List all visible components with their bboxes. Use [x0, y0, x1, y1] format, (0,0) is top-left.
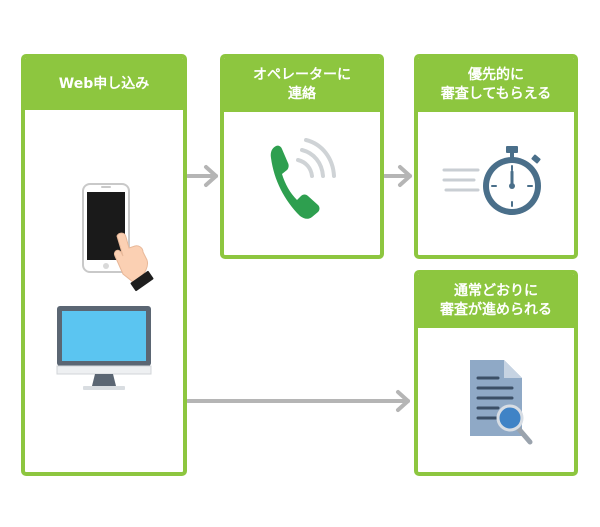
priority-review-card: 優先的に 審査してもらえる — [414, 54, 578, 259]
web-application-title: Web申し込み — [58, 75, 150, 92]
stopwatch-icon — [442, 146, 541, 215]
arrow-operator-to-priority — [383, 165, 412, 187]
normal-review-title-line1: 通常どおりに — [454, 283, 538, 299]
normal-review-title-line2: 審査が進められる — [440, 302, 552, 318]
operator-title-line2: 連絡 — [288, 86, 316, 102]
operator-header: オペレーターに 連絡 — [224, 58, 380, 112]
normal-review-header: 通常どおりに 審査が進められる — [418, 274, 574, 328]
smartphone-tap-icon — [82, 183, 154, 292]
operator-title-line1: オペレーターに — [253, 67, 351, 83]
desktop-monitor-icon — [56, 306, 152, 390]
priority-review-title-line2: 審査してもらえる — [440, 86, 552, 102]
arrow-web-to-operator — [186, 165, 218, 187]
normal-review-card: 通常どおりに 審査が進められる — [414, 270, 578, 476]
web-application-header: Web申し込み — [25, 58, 183, 110]
document-search-icon — [470, 360, 533, 445]
web-application-card: Web申し込み — [21, 54, 187, 476]
priority-review-header: 優先的に 審査してもらえる — [418, 58, 574, 112]
priority-review-title-line1: 優先的に — [468, 67, 524, 83]
arrow-web-to-normal — [186, 390, 410, 412]
phone-ringing-icon — [270, 138, 336, 219]
operator-card: オペレーターに 連絡 — [220, 54, 384, 259]
